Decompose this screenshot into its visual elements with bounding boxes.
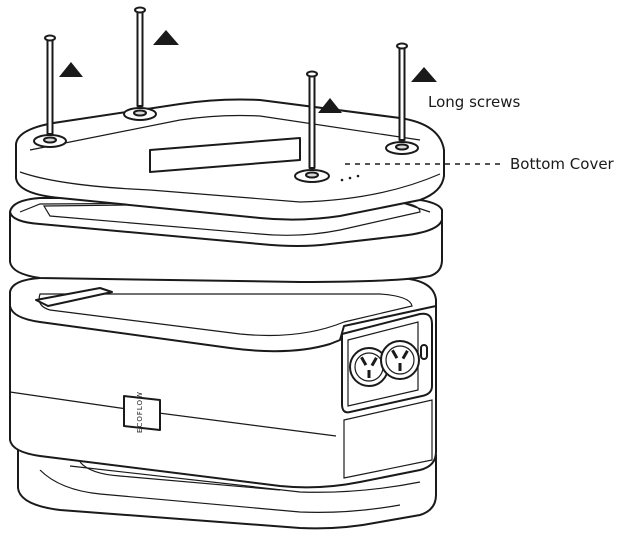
screw [306,70,318,169]
ac-outlet-icon [380,340,420,380]
brand-logo: ECOFLOW [136,391,144,433]
screw-boss [33,134,67,148]
side-vent [343,399,433,479]
top-lid [15,98,445,221]
label-bottom-cover: Bottom Cover [510,155,615,173]
screw [396,42,408,141]
warning-triangle-icon [59,62,83,77]
screw-boss [294,169,330,183]
warning-triangle-icon [153,30,179,45]
warning-triangle-icon [318,98,342,113]
power-station-body: ECOFLOW [9,277,437,530]
warning-triangle-icon [411,67,437,82]
screw-boss [385,141,419,155]
screw-boss [123,107,157,121]
screw [44,34,56,135]
screw [134,6,146,107]
outlet-switch [420,344,428,360]
warning-triangles [59,30,437,113]
long-screws [44,6,408,169]
label-long-screws: Long screws [428,93,520,111]
